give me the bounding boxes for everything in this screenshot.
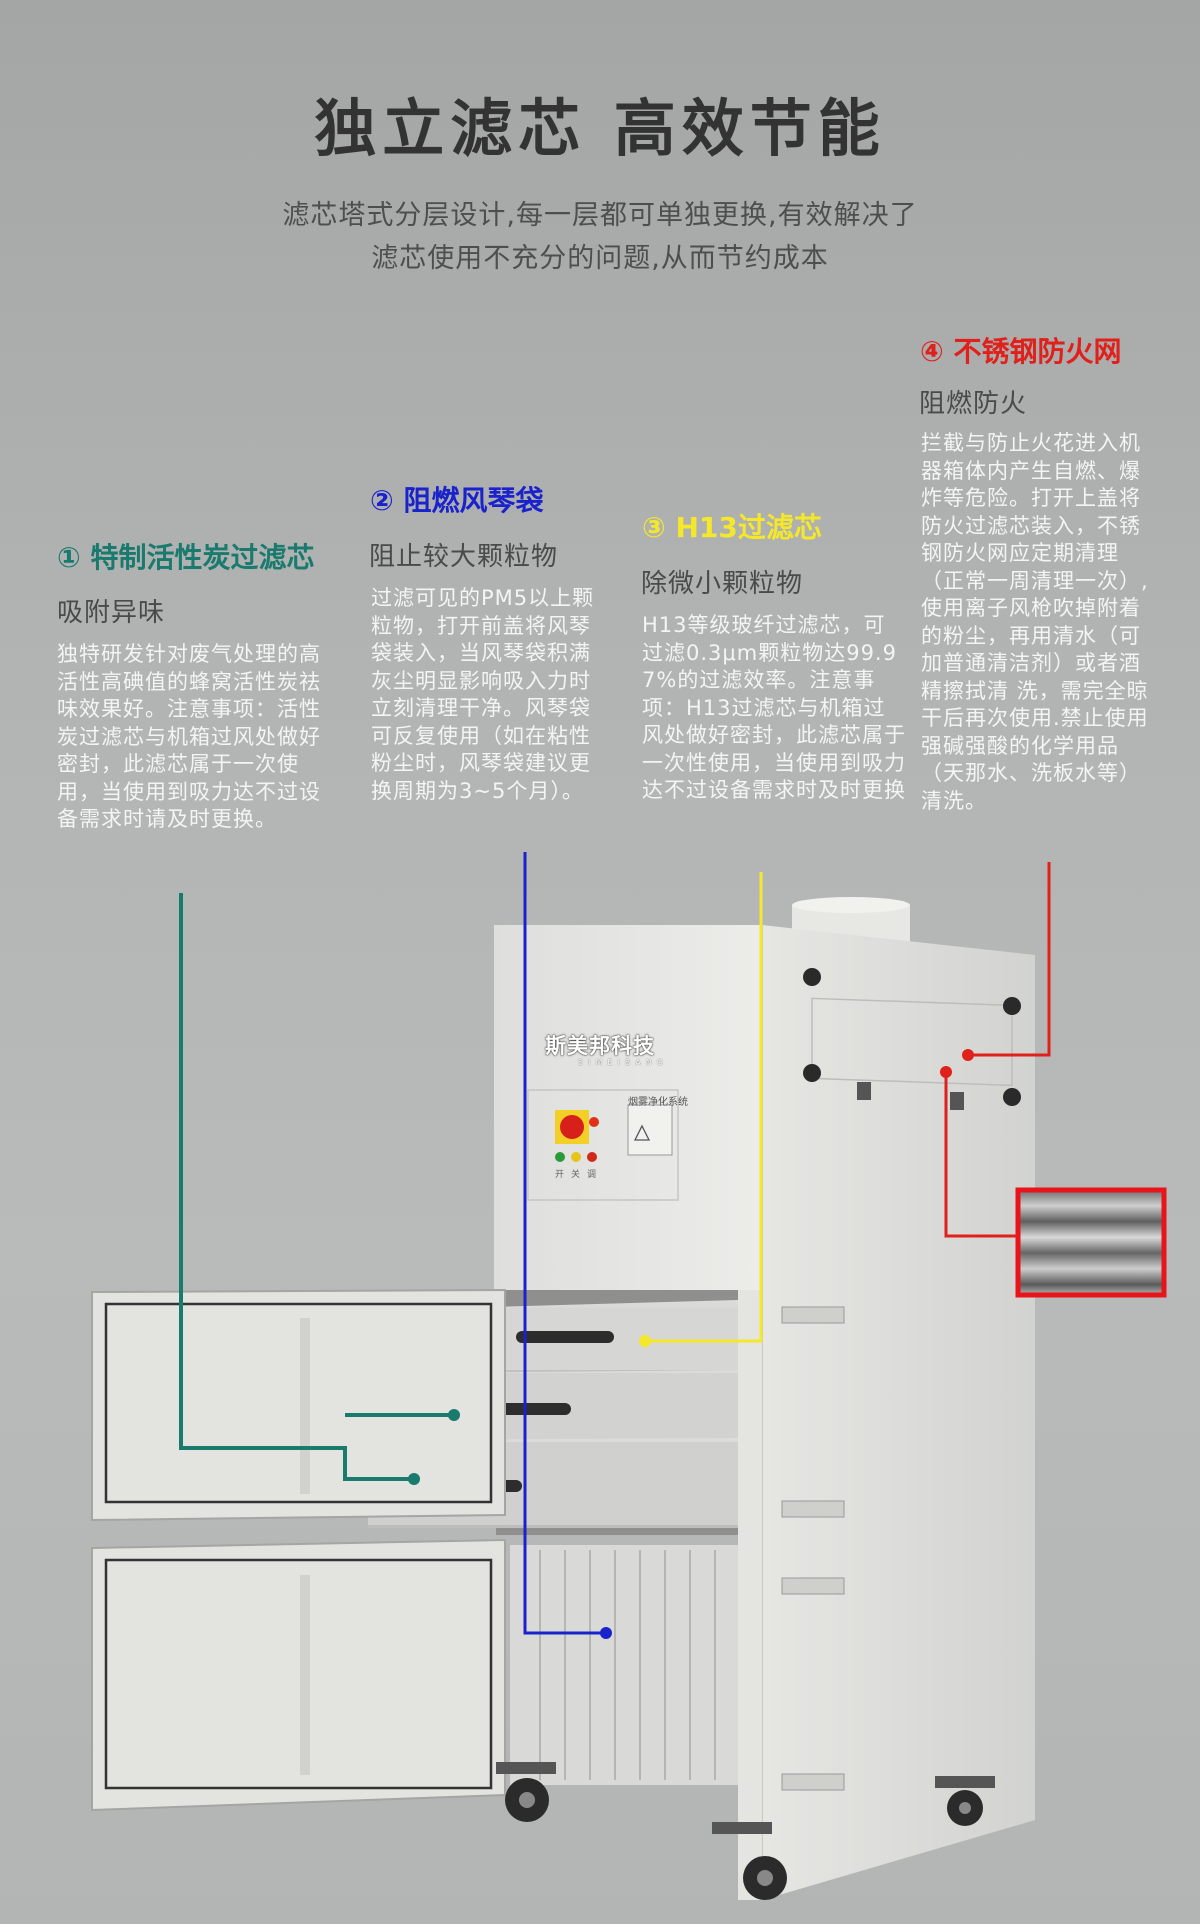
feature-2-title: ② 阻燃风琴袋 bbox=[370, 484, 544, 517]
callout-line-3 bbox=[645, 872, 763, 1343]
fire-mesh-cover bbox=[811, 997, 1013, 1087]
feature-1-body: 独特研发针对废气处理的高活性高碘值的蜂窝活性炭祛味效果好。注意事项：活性炭过滤芯… bbox=[57, 642, 321, 831]
page-subtitle-line1: 滤芯塔式分层设计,每一层都可单独更换,有效解决了 bbox=[282, 200, 918, 231]
callout-line-1 bbox=[179, 893, 414, 1481]
feature-2-subtitle: 阻止较大颗粒物 bbox=[369, 542, 559, 572]
cover-knobs bbox=[803, 968, 1021, 1106]
feature-4-body: 拦截与防止火花进入机器箱体内产生自燃、爆炸等危险。打开上盖将防火过滤芯装入，不锈… bbox=[921, 431, 1149, 813]
feature-1-title: ① 特制活性炭过滤芯 bbox=[57, 541, 315, 574]
lower-cavity bbox=[510, 1545, 762, 1785]
callout-line-4b bbox=[944, 1072, 1018, 1238]
top-vent-cap bbox=[792, 897, 910, 913]
callout-line-4a bbox=[968, 862, 1051, 1057]
lower-door bbox=[91, 1538, 506, 1812]
caster-wheels bbox=[496, 1762, 995, 1900]
brand-logo: 斯美邦科技 bbox=[545, 1034, 655, 1058]
emergency-stop-icon bbox=[560, 1115, 584, 1139]
red-button-icon bbox=[587, 1152, 597, 1162]
panel-title: 烟雾净化系统 bbox=[628, 1097, 688, 1108]
feature-3-title: ③ H13过滤芯 bbox=[642, 511, 822, 544]
button-label-on: 开 bbox=[555, 1170, 565, 1180]
page-title: 独立滤芯 高效节能 bbox=[314, 92, 886, 165]
fire-mesh-zoom-inset bbox=[1015, 1187, 1167, 1298]
yellow-button-icon bbox=[571, 1152, 581, 1162]
warning-label bbox=[627, 1104, 673, 1156]
upper-door bbox=[91, 1288, 506, 1522]
control-panel bbox=[527, 1089, 679, 1201]
feature-3-subtitle: 除微小颗粒物 bbox=[641, 569, 804, 599]
feature-1-subtitle: 吸附异味 bbox=[57, 598, 166, 628]
callout-line-2 bbox=[523, 852, 606, 1635]
feature-2-body: 过滤可见的PM5以上颗粒物，打开前盖将风琴袋装入，当风琴袋积满灰尘明显影响吸入力… bbox=[371, 586, 595, 803]
brand-subtext: SIMEIBANG bbox=[578, 1058, 668, 1067]
feature-4-title: ④ 不锈钢防火网 bbox=[920, 335, 1122, 368]
side-panel bbox=[762, 925, 1035, 1900]
button-label-off: 关 bbox=[571, 1170, 581, 1180]
button-label-adjust: 调 bbox=[587, 1170, 597, 1180]
side-latches bbox=[781, 1306, 845, 1791]
green-button-icon bbox=[555, 1152, 565, 1162]
front-right-column bbox=[738, 1290, 762, 1900]
feature-4-subtitle: 阻燃防火 bbox=[919, 389, 1028, 419]
page-subtitle-line2: 滤芯使用不充分的问题,从而节约成本 bbox=[371, 243, 829, 274]
feature-3-body: H13等级玻纤过滤芯，可过滤0.3μm颗粒物达99.97%的过滤效率。注意事项：… bbox=[642, 613, 906, 802]
